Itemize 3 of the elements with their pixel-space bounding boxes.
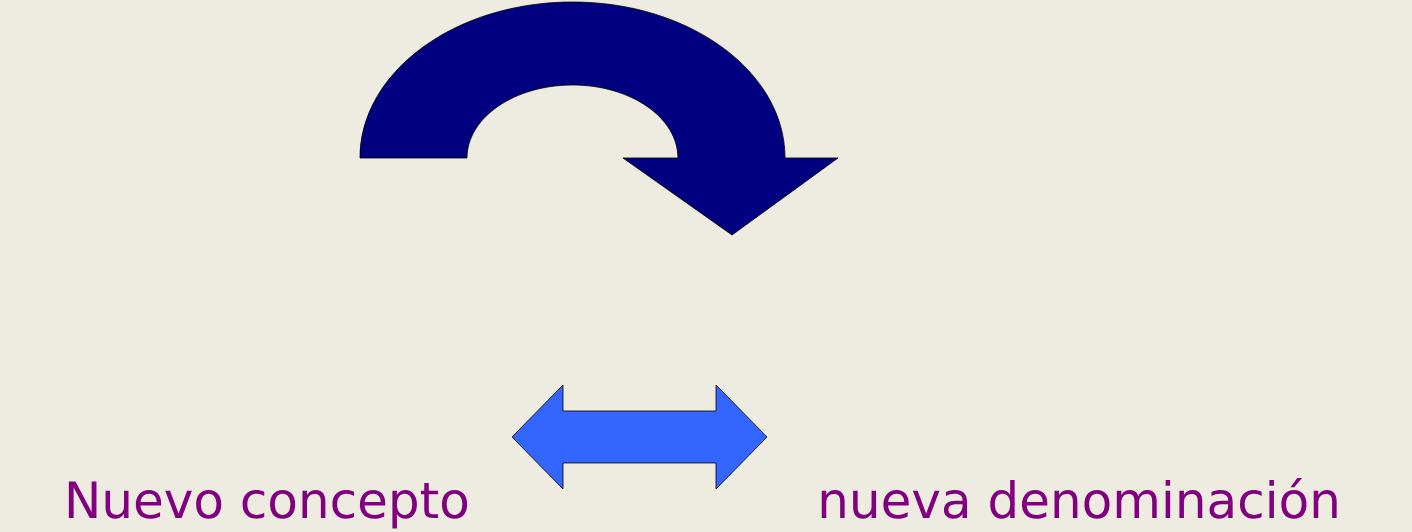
concept-text: nueva denominación — [821, 478, 1337, 519]
double-arrow — [511, 384, 768, 490]
concept-text: Nuevo concepto — [68, 481, 468, 529]
